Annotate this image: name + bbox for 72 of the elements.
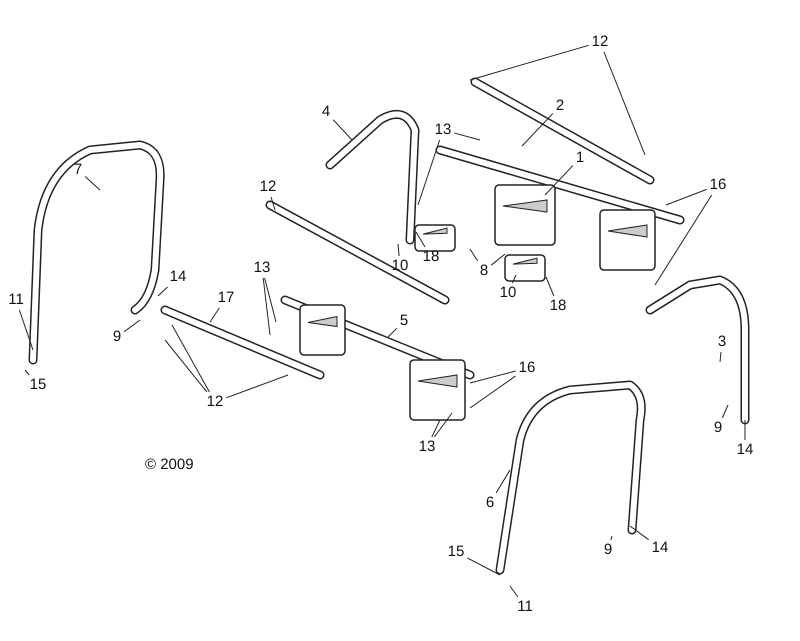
- leader-line: [124, 320, 140, 332]
- callout-number: 10: [498, 285, 518, 301]
- leader-line: [270, 196, 276, 210]
- callout-number: 2: [554, 98, 566, 114]
- leader-line: [522, 113, 554, 146]
- callout-number: 14: [168, 269, 188, 285]
- leader-line: [720, 352, 722, 362]
- leader-line: [172, 324, 210, 392]
- leader-line: [24, 370, 30, 376]
- leader-line: [544, 165, 574, 196]
- leader-line: [546, 276, 554, 296]
- leader-line: [18, 310, 34, 350]
- leader-line: [454, 132, 480, 140]
- leader-line: [210, 308, 220, 322]
- callout-number: 17: [216, 290, 236, 306]
- callout-number: 13: [252, 260, 272, 276]
- leader-line: [630, 526, 650, 540]
- leader-line: [610, 536, 612, 540]
- callout-number: 14: [650, 540, 670, 556]
- copyright-note: © 2009: [145, 456, 194, 473]
- leader-line: [722, 404, 728, 418]
- callout-number: 13: [434, 122, 452, 138]
- leader-line: [226, 374, 288, 398]
- leader-line: [164, 340, 208, 392]
- leader-line: [470, 375, 516, 408]
- leader-line: [470, 248, 478, 262]
- callout-number: 15: [446, 544, 466, 560]
- leader-line: [496, 470, 510, 494]
- callout-number: 16: [518, 360, 536, 376]
- leader-line: [416, 232, 426, 248]
- callout-number: 18: [422, 249, 440, 265]
- leader-line: [431, 420, 440, 438]
- callout-number: 11: [7, 292, 25, 308]
- callout-number: 6: [484, 495, 496, 511]
- leader-line: [418, 140, 440, 206]
- leader-line: [490, 254, 506, 266]
- callout-number: 9: [712, 420, 724, 436]
- leader-line: [470, 370, 516, 384]
- callout-number: 16: [708, 177, 728, 193]
- leader-line: [744, 420, 746, 440]
- callout-number: 12: [206, 394, 224, 410]
- callout-number: 18: [548, 298, 568, 314]
- callout-number: 9: [602, 542, 614, 558]
- callout-number: 11: [516, 599, 534, 615]
- leader-line: [262, 278, 270, 336]
- callout-number: 7: [72, 162, 84, 178]
- leader-line: [434, 412, 452, 438]
- leader-line: [654, 194, 712, 286]
- callout-number: 15: [28, 377, 48, 393]
- callout-number: 4: [320, 104, 332, 120]
- leader-line: [512, 274, 516, 284]
- callout-number: 5: [398, 313, 410, 329]
- leader-line: [388, 328, 398, 338]
- leader-line: [666, 188, 708, 206]
- leader-line: [510, 586, 518, 598]
- callout-number: 12: [590, 34, 610, 50]
- callout-number: 1: [574, 150, 586, 166]
- callout-number: 3: [716, 334, 728, 350]
- leader-line: [466, 557, 500, 576]
- callout-number: 12: [258, 179, 278, 195]
- leader-line: [398, 244, 400, 256]
- leader-line: [470, 44, 590, 80]
- callout-number: 10: [390, 258, 410, 274]
- callout-number: 14: [736, 442, 754, 458]
- leader-line: [264, 278, 276, 322]
- leader-line: [158, 286, 168, 296]
- leader-line: [603, 52, 646, 156]
- callout-number: 8: [478, 263, 490, 279]
- callout-number: 13: [418, 439, 436, 455]
- leader-line: [84, 176, 100, 190]
- leader-line: [332, 119, 352, 140]
- callout-number: 9: [112, 329, 122, 345]
